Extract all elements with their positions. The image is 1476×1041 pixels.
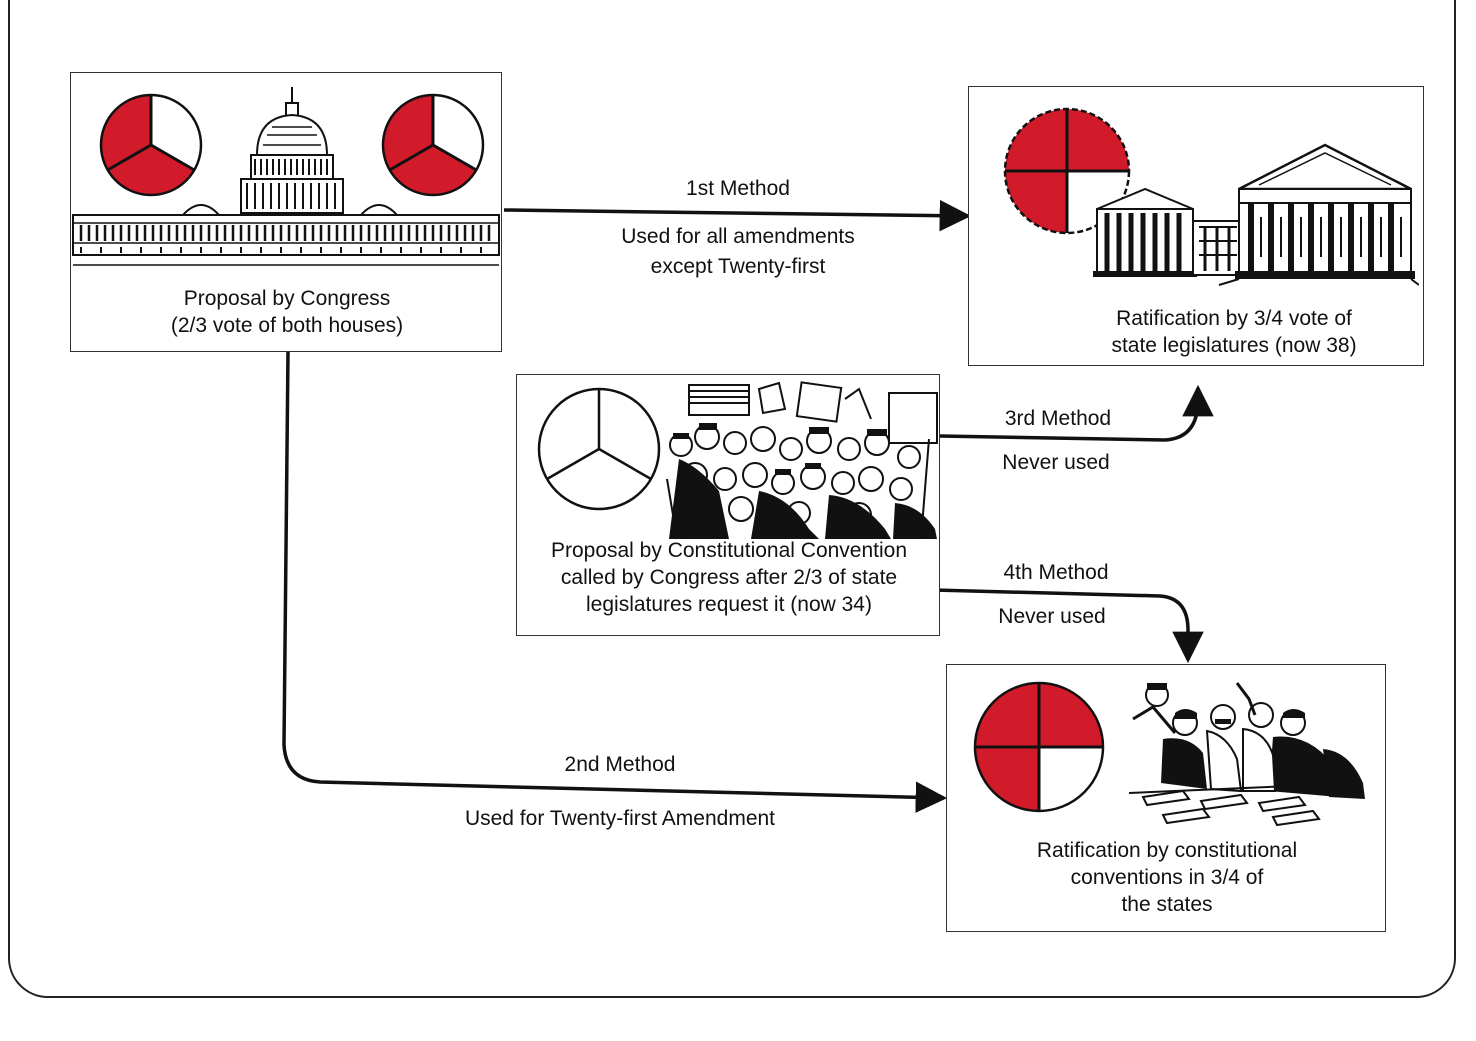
first-method-note: Used for all amendments except Twenty-fi… [570,224,906,280]
caption-line: state legislatures (now 38) [1111,334,1357,357]
pie-two-thirds-icon [99,93,203,197]
ratification-conventions-box: Ratification by constitutional conventio… [946,664,1386,932]
arrow-third-method [939,384,1214,442]
proposal-by-congress-box: Proposal by Congress (2/3 vote of both h… [70,72,502,352]
pie-three-quarters-icon [1003,107,1131,235]
proposal-by-convention-box: Proposal by Constitutional Convention ca… [516,374,940,636]
arrow-fourth-method [933,588,1204,664]
second-method-note: Used for Twenty-first Amendment [464,807,776,830]
third-method-label: 3rd Method [1004,407,1112,430]
third-method-note: Never used [1002,451,1110,474]
caption-line: conventions in 3/4 of [1070,866,1264,889]
crowd-icon [666,381,938,540]
arrow-first-method [503,199,972,232]
caption-line: Ratification by 3/4 vote of [1116,307,1352,330]
diagram-frame [8,0,1456,998]
caption-line: Proposal by Congress [183,287,391,310]
fourth-method-note: Never used [998,605,1106,628]
capitol-building-icon [72,87,500,266]
arrow-second-method [282,351,948,814]
caption-line: Proposal by Constitutional Convention [550,539,908,562]
convention-delegates-icon [1128,682,1365,827]
second-method-label: 2nd Method [564,753,676,776]
caption-line: the states [1121,893,1213,916]
pie-three-quarters-icon [973,681,1105,813]
first-method-note-line2: except Twenty-first [650,255,826,278]
pie-empty-icon [537,387,661,511]
caption-line: called by Congress after 2/3 of state [560,566,898,589]
caption-line: (2/3 vote of both houses) [170,314,404,337]
fourth-method-label: 4th Method [1003,561,1109,584]
caption-line: Ratification by constitutional [1036,839,1298,862]
state-capitol-building-icon [1093,143,1419,286]
caption-line: legislatures request it (now 34) [586,593,872,616]
first-method-note-line1: Used for all amendments [621,225,855,248]
first-method-label: 1st Method [686,177,790,200]
ratification-legislatures-box: Ratification by 3/4 vote of state legisl… [968,86,1424,366]
pie-two-thirds-icon [381,93,485,197]
